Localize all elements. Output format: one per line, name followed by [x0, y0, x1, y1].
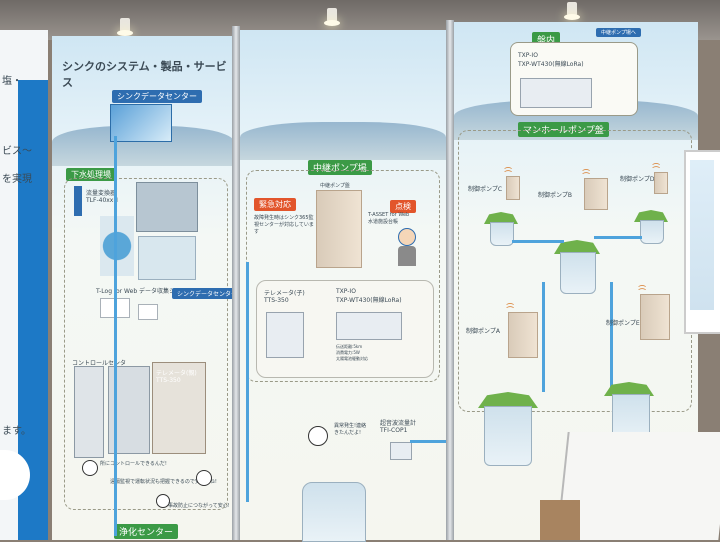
inspector-body [398, 246, 416, 266]
pipe [246, 262, 249, 502]
speech-bubble: 遠隔監視で運転状況も把握できるので安心だね! [110, 479, 217, 485]
grass-mound [604, 382, 654, 396]
pipe [594, 236, 642, 239]
manhole-tank [490, 222, 514, 246]
telemeter-parent-cabinet [152, 362, 206, 454]
treatment-plant-frame [64, 178, 228, 510]
wooden-box [540, 500, 580, 540]
inspection-tag: 点検 [390, 200, 416, 213]
telemeter-parent-label: テレメータ(親) TTS-350 [156, 370, 197, 384]
tlog-label: T-Log for Web データ収集システム [96, 288, 193, 295]
person-illustration [156, 494, 170, 508]
side-monitor [684, 150, 720, 334]
pump-d-label: 制御ポンプD [620, 176, 655, 183]
txp-device [520, 78, 592, 108]
ceiling-lamp [117, 18, 133, 36]
display-counter [556, 432, 720, 540]
inspector-illustration [398, 228, 416, 246]
monitor-icon [138, 304, 158, 320]
relay-panel-label: 中継ポンプ盤 [320, 183, 350, 189]
worker-illustration [308, 426, 328, 446]
treatment-plant-tag: 下水処理場 [66, 168, 116, 181]
relay-pump-tag: 中継ポンプ場 [308, 160, 372, 175]
flowmeter-label: 流量変換器 TLF-40xxH [86, 190, 118, 204]
ceiling-lamp [324, 8, 340, 26]
txp-label: TXP-IO TXP-WT430(無線LoRa) [336, 288, 402, 304]
ultrasonic-flowmeter-label: 超音波流量計 TFI-COP1 [380, 420, 417, 434]
side-monitor-screen [690, 160, 714, 310]
pump-e-label: 制御ポンプE [606, 320, 640, 327]
manhole-tank [484, 406, 532, 466]
left-edge-panel: 塩・ ビス～ を実現 ます。 [0, 30, 48, 540]
pipe [542, 282, 545, 392]
treatment-building [136, 182, 198, 232]
data-center-tag-small: シンクデータセンター [172, 288, 243, 299]
pump-c-label: 制御ポンプC [468, 186, 503, 193]
emergency-tag: 緊急対応 [254, 198, 296, 211]
data-center-building [110, 104, 172, 142]
panel-relay-pump: 中継ポンプ場 中継ポンプ盤 緊急対応 故障発生時はシンク365監視センターが対応… [240, 30, 446, 542]
flowmeter-device [74, 186, 82, 216]
control-cabinet [74, 366, 104, 458]
manhole-tank [640, 220, 664, 244]
txp-device [336, 312, 402, 340]
pipe [410, 440, 446, 443]
data-center-tag: シンクデータセンター [112, 90, 202, 103]
pipe [114, 136, 117, 536]
tasset-label: T-ASSET for Web 水道施設台帳 [368, 212, 410, 225]
pump-b-cabinet [584, 178, 608, 210]
treatment-facility [138, 236, 196, 280]
control-center-label: コントロールセンタ [72, 360, 127, 367]
speech-bubble: 異常発生!連絡きたんだよ! [334, 423, 367, 436]
grass-mound [634, 210, 668, 222]
left-edge-text: を実現 [2, 174, 32, 185]
relay-pump-link-tag: 中継ポンプ場へ [596, 28, 641, 37]
left-edge-text: ビス～ [2, 146, 32, 157]
speech-bubble: 事故防止につながって安心! [168, 503, 230, 509]
pipe [610, 282, 613, 392]
panel-system-overview: シンクのシステム・製品・サービス シンクデータセンター 下水処理場 流量変換器 … [52, 36, 243, 540]
telemeter-child-label: テレメータ(子) TTS-350 [264, 290, 305, 304]
treatment-tanks [100, 216, 134, 276]
pump-well [302, 482, 366, 542]
emergency-text: 故障発生時はシンク365監視センターが対応しています [254, 215, 314, 235]
pump-d-cabinet [654, 172, 668, 194]
speech-bubble: 所にコントロールできるんだ! [100, 461, 167, 467]
ceiling-lamp [564, 2, 580, 20]
booth-pole [232, 26, 240, 540]
left-edge-text: 塩・ [2, 76, 22, 87]
left-edge-text: ます。 [2, 426, 31, 437]
pump-c-cabinet [506, 176, 520, 200]
manhole-tank [560, 252, 596, 294]
grass-mound [554, 240, 600, 254]
purification-tag: 浄化センター [114, 524, 179, 539]
relay-pump-cabinet [316, 190, 362, 268]
grass-mound [484, 212, 518, 224]
ultrasonic-flowmeter-device [390, 442, 412, 460]
mountains [240, 122, 446, 160]
pump-a-cabinet [508, 312, 538, 358]
spec-text: 伝送距離:5km 消費電力:5W 太陽電池駆動対応 [336, 344, 368, 361]
pump-e-cabinet [640, 294, 670, 340]
manhole-pump-tag: マンホールポンプ盤 [518, 122, 609, 137]
pipe [512, 240, 564, 243]
pump-a-label: 制御ポンプA [466, 328, 500, 335]
booth-pole [446, 20, 454, 540]
pump-b-label: 制御ポンプB [538, 192, 572, 199]
panel-title: シンクのシステム・製品・サービス [62, 60, 227, 89]
telemeter-child-device [266, 312, 304, 358]
grass-mound [478, 392, 538, 408]
txp-label: TXP-IO TXP-WT430(無線LoRa) [518, 52, 584, 68]
person-illustration [196, 470, 212, 486]
person-illustration [82, 460, 98, 476]
